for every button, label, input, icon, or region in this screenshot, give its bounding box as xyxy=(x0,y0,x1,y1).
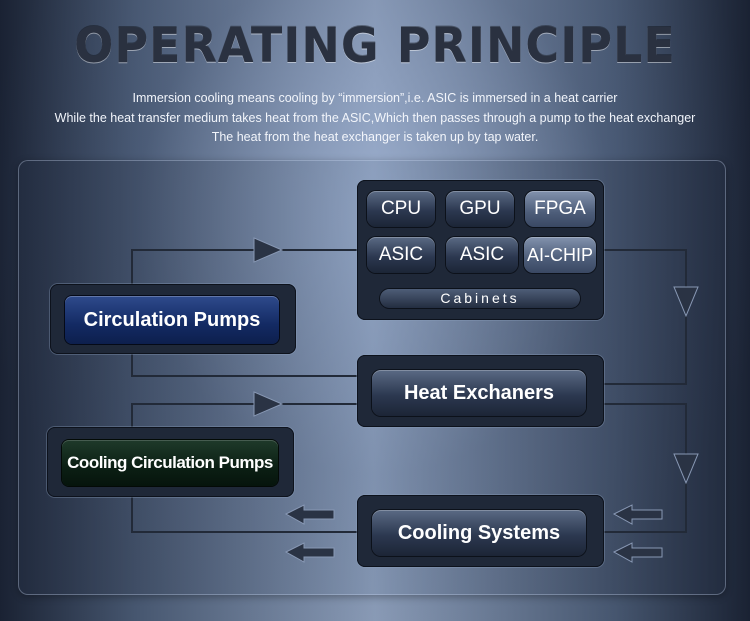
chip-gpu: GPU xyxy=(446,191,514,227)
arrow-left-3 xyxy=(612,504,663,525)
heat-exchangers-node: Heat Exchaners xyxy=(372,370,586,416)
arrow-right-1 xyxy=(253,237,284,263)
arrow-down-1 xyxy=(673,286,699,318)
arrow-right-2 xyxy=(253,391,284,417)
cooling-circulation-pumps-node: Cooling Circulation Pumps xyxy=(62,440,278,486)
cabinets-label: Cabinets xyxy=(380,289,580,308)
description-line-1: Immersion cooling means cooling by “imme… xyxy=(132,91,618,105)
cooling-systems-node: Cooling Systems xyxy=(372,510,586,556)
chip-asic-1: ASIC xyxy=(367,237,435,273)
description-line-2: While the heat transfer medium takes hea… xyxy=(54,111,696,125)
chip-cpu: CPU xyxy=(367,191,435,227)
description-line-3: The heat from the heat exchanger is take… xyxy=(211,130,539,144)
chip-ai-chip: AI-CHIP xyxy=(524,237,596,273)
chip-asic-2: ASIC xyxy=(446,237,518,273)
circulation-pumps-node: Circulation Pumps xyxy=(65,296,279,344)
arrow-down-2 xyxy=(673,453,699,485)
arrow-left-1 xyxy=(284,504,335,525)
arrow-left-2 xyxy=(284,542,335,563)
chip-fpga: FPGA xyxy=(525,191,595,227)
diagram-title: OPERATING PRINCIPLE xyxy=(74,16,676,74)
arrow-left-4 xyxy=(612,542,663,563)
